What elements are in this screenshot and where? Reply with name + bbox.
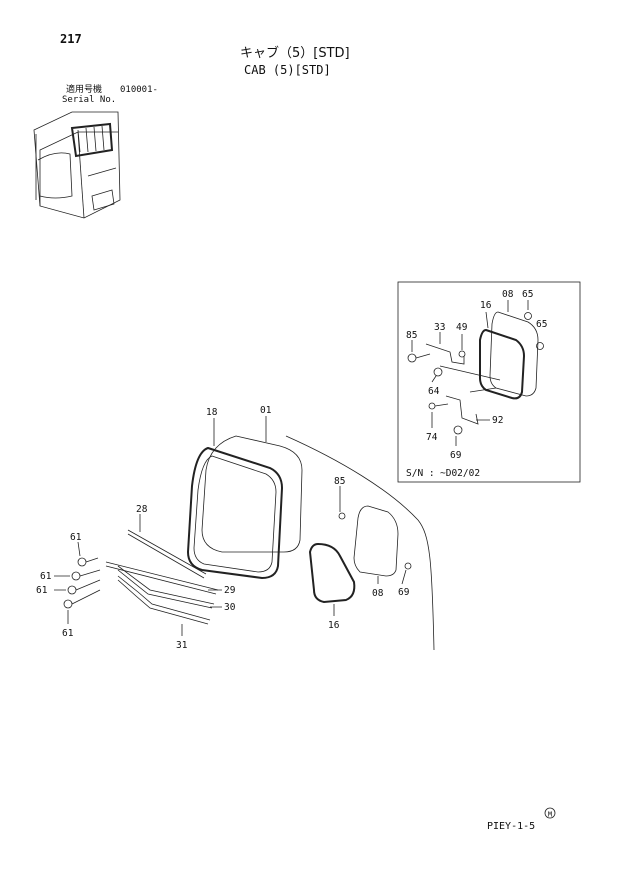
bolts-61 <box>54 541 101 624</box>
label-01: 01 <box>260 405 272 416</box>
footer-code: PIEY-1-5 <box>487 821 536 832</box>
inset-label-69: 69 <box>450 450 462 461</box>
cab-body-line <box>285 435 435 651</box>
glass-part-01 <box>201 435 303 553</box>
label-18: 18 <box>206 407 218 418</box>
cab-thumbnail <box>33 111 121 219</box>
title-japanese: キャブ（5）[STD] <box>240 46 350 61</box>
serial-value: 010001- <box>120 85 158 95</box>
inset-label-08: 08 <box>502 289 514 300</box>
inset-frame <box>397 281 581 483</box>
inset-label-49: 49 <box>456 322 468 333</box>
inset-label-92: 92 <box>492 415 503 426</box>
weatherstrip-part-18 <box>186 446 284 580</box>
title-english: CAB (5)[STD] <box>244 63 331 77</box>
circled-m-letter: M <box>548 811 552 819</box>
label-28: 28 <box>136 504 148 515</box>
inset-label-65-a: 65 <box>522 289 533 300</box>
label-16: 16 <box>328 620 340 631</box>
inset-label-64: 64 <box>428 386 440 397</box>
inset-label-85: 85 <box>406 330 417 341</box>
inset-parts <box>407 300 544 446</box>
label-61-b: 61 <box>40 571 52 582</box>
inset-label-16: 16 <box>480 300 492 311</box>
serial-label-japanese: 適用号機 <box>66 85 103 95</box>
label-08: 08 <box>372 588 384 599</box>
label-69: 69 <box>398 587 410 598</box>
label-29: 29 <box>224 585 236 596</box>
small-glass-08 <box>353 505 399 577</box>
serial-label-english: Serial No. <box>62 95 117 105</box>
inset-sn-value: ~D02/02 <box>440 468 480 479</box>
inset-label-74: 74 <box>426 432 438 443</box>
inset-sn-label: S/N : <box>406 468 435 479</box>
label-61-c: 61 <box>36 585 48 596</box>
circled-m-mark <box>544 807 556 819</box>
page-number: 217 <box>60 32 82 46</box>
small-seal-16 <box>308 542 356 604</box>
inset-label-33: 33 <box>434 322 445 333</box>
strips <box>105 514 222 636</box>
label-61-d: 61 <box>62 628 74 639</box>
inset-label-65-b: 65 <box>536 319 547 330</box>
label-30: 30 <box>224 602 236 613</box>
label-85: 85 <box>334 476 345 487</box>
label-31: 31 <box>176 640 188 651</box>
label-61-a: 61 <box>70 532 82 543</box>
